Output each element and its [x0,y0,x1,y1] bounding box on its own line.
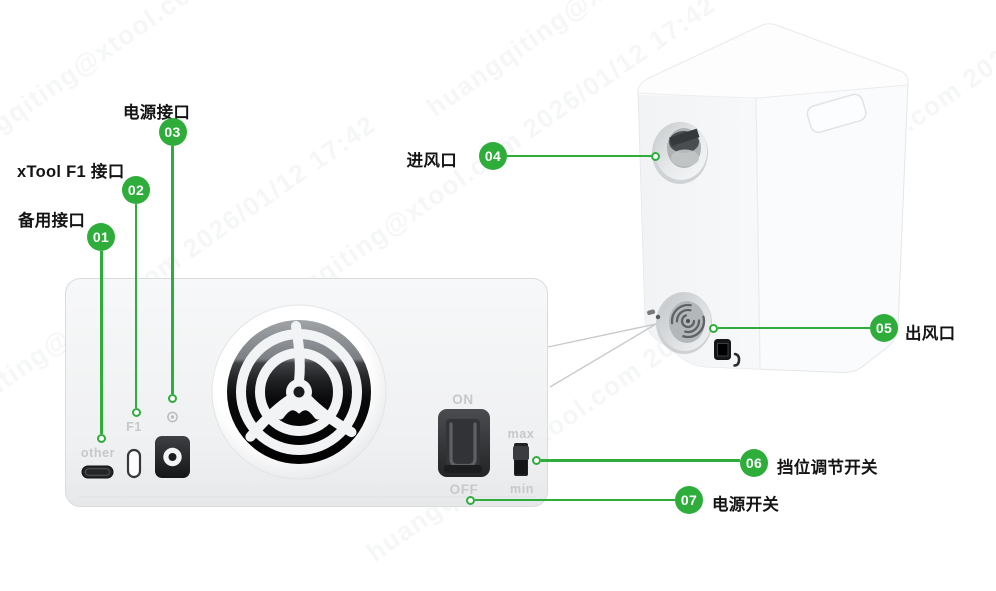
aux-port-square [714,339,731,360]
callout-07-label: 电源开关 [712,496,780,514]
micro-port-slot [647,309,656,316]
device-front-panel [65,278,548,507]
usb-c-port-other [81,465,114,479]
callout-06-badge: 06 [740,449,768,477]
callout-06-endpoint [532,456,541,465]
callout-07-badge: 07 [675,486,703,514]
callout-01-badge: 01 [87,223,115,251]
fan-grille [211,304,387,480]
switch-label-min: min [509,482,535,496]
callout-03-line [171,146,174,394]
callout-07-line [474,498,675,501]
box-corner-edge [755,97,761,370]
box-top-face [637,23,909,99]
switch-label-off: OFF [449,482,479,497]
callout-01-line [100,251,103,434]
callout-02-endpoint [131,407,141,417]
callout-02-line [134,204,137,408]
callout-03-badge: 03 [158,118,187,146]
callout-04-label: 进风口 [406,152,457,170]
callout-05-endpoint [708,323,718,333]
callout-05-badge: 05 [870,314,898,342]
usb-c-port-f1 [126,448,142,479]
power-rocker-switch [438,409,490,477]
handle-recess [806,93,867,134]
dc-power-jack [155,436,190,478]
switch-label-on: ON [452,392,474,407]
cable-hook [733,352,741,367]
callout-02-label: xTool F1 接口 [17,163,125,181]
callout-03-label: 电源接口 [123,104,191,122]
callout-01-endpoint [97,433,106,443]
callout-04-line [507,154,651,157]
callout-04-badge: 04 [479,142,507,170]
callout-06-label: 挡位调节开关 [777,459,878,477]
speed-slider-switch [513,443,529,476]
port-label-f1: F1 [126,420,142,434]
device-3d-view [637,23,909,374]
callout-03-endpoint [168,393,177,403]
callout-07-endpoint [465,495,475,505]
callout-04-endpoint [650,151,660,161]
air-outlet-port [656,292,712,354]
watermark-text: huangqiting@xtool.com 2026/01/12 17:42 [0,0,411,178]
callout-01-label: 备用接口 [18,212,86,230]
callout-06-line [541,459,740,462]
callout-02-badge: 02 [122,176,150,204]
micro-port-dot [655,314,661,320]
callout-05-label: 出风口 [905,325,956,343]
port-label-other: other [80,446,116,460]
callout-05-line [717,326,870,329]
air-inlet-port [652,122,708,184]
power-indicator-icon [167,411,178,423]
switch-label-max: max [507,427,535,441]
